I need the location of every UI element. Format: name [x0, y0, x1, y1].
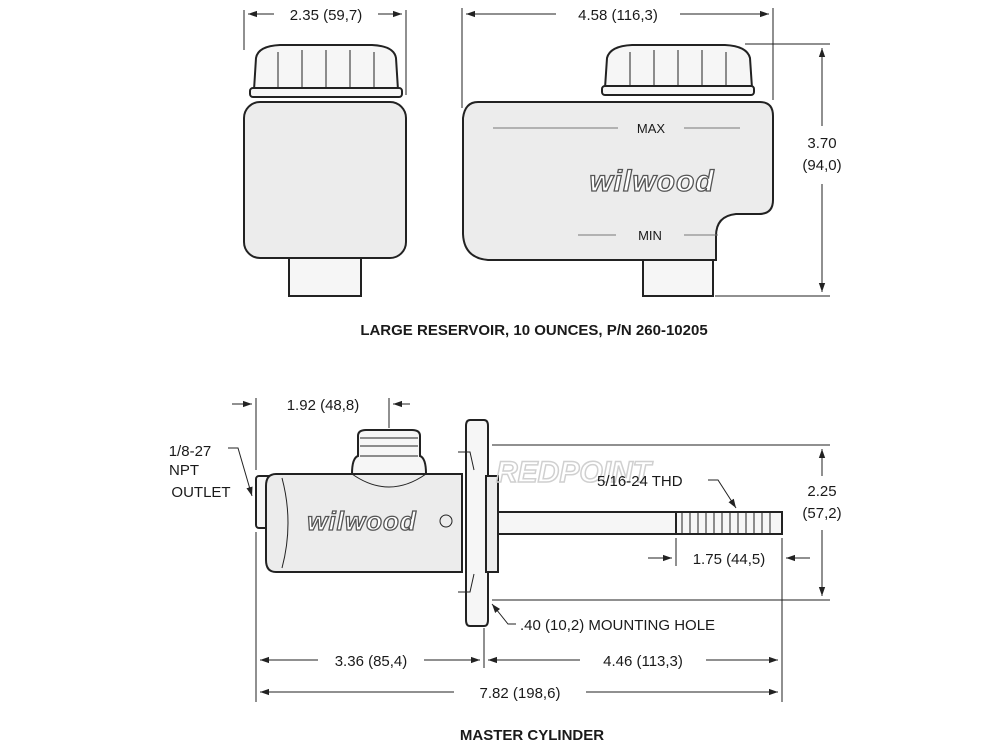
master-cylinder-caption: MASTER CYLINDER — [460, 727, 604, 744]
rod-total-label: 4.46 (113,3) — [603, 653, 683, 670]
thread-callout: 5/16-24 THD — [597, 473, 737, 509]
body-length-label: 3.36 (85,4) — [335, 653, 408, 670]
cyl-height-mm-label: (57,2) — [802, 505, 841, 522]
cylinder-height-dimension: 2.25 (57,2) — [492, 444, 842, 601]
overall-length-label: 7.82 (198,6) — [480, 685, 561, 702]
length-dimensions: 3.36 (85,4) 4.46 (113,3) 7.82 (198,6) — [255, 532, 783, 702]
reservoir-front-view: MAX MIN wilwood — [462, 44, 774, 297]
master-cylinder-view: wilwood REDPOINT — [255, 419, 783, 627]
thread-label: 5/16-24 THD — [597, 473, 683, 490]
reservoir-side-view — [243, 44, 407, 297]
height-mm-label: (94,0) — [802, 157, 841, 174]
outlet-npt-label: NPT — [169, 462, 199, 479]
wilwood-logo: wilwood — [589, 165, 714, 198]
reservoir-height-dimension: 3.70 (94,0) — [715, 43, 842, 297]
redpoint-watermark: REDPOINT — [496, 456, 654, 489]
port-offset-dimension: 1.92 (48,8) — [232, 397, 410, 470]
reservoir-caption: LARGE RESERVOIR, 10 OUNCES, P/N 260-1020… — [360, 322, 707, 339]
side-width-label: 2.35 (59,7) — [290, 7, 363, 24]
front-width-dimension: 4.58 (116,3) — [461, 7, 774, 108]
min-level-label: MIN — [638, 228, 662, 243]
outlet-label: OUTLET — [171, 484, 230, 501]
cyl-height-in-label: 2.25 — [807, 483, 836, 500]
side-width-dimension: 2.35 (59,7) — [243, 7, 407, 95]
mounting-hole-label: .40 (10,2) MOUNTING HOLE — [520, 617, 715, 634]
height-in-label: 3.70 — [807, 135, 836, 152]
outlet-thread-label: 1/8-27 — [169, 443, 212, 460]
mounting-hole-callout: .40 (10,2) MOUNTING HOLE — [491, 603, 715, 634]
rod-length-label: 1.75 (44,5) — [693, 551, 766, 568]
cylinder-wilwood-logo: wilwood — [307, 506, 417, 536]
port-offset-label: 1.92 (48,8) — [287, 397, 360, 414]
front-width-label: 4.58 (116,3) — [578, 7, 658, 24]
outlet-callout: 1/8-27 NPT OUTLET — [169, 443, 253, 501]
rod-length-dimension: 1.75 (44,5) — [648, 538, 810, 568]
max-level-label: MAX — [637, 121, 666, 136]
